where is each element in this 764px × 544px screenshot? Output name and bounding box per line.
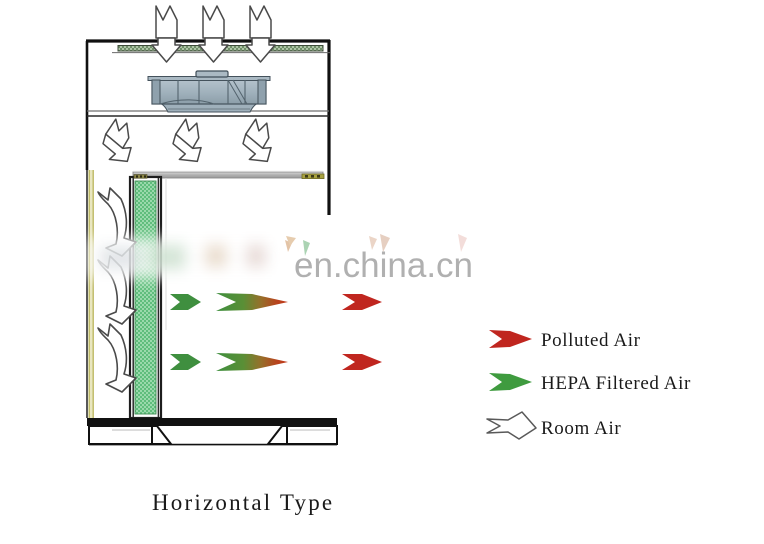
legend-item-hepa-filtered-air: HEPA Filtered Air bbox=[489, 373, 691, 394]
work-surface-shelf bbox=[132, 170, 325, 179]
flow-arrow-hepa bbox=[170, 294, 201, 310]
left-prefilter-strip bbox=[88, 170, 94, 418]
room-air-arrow-diagonal bbox=[242, 118, 272, 163]
flow-arrow-polluted bbox=[342, 294, 382, 310]
intake-room-air-arrows bbox=[151, 5, 276, 63]
room-air-arrow-down bbox=[151, 5, 182, 63]
legend-label-room-air: Room Air bbox=[541, 418, 621, 439]
watermark-text: en.china.cn bbox=[294, 246, 473, 285]
flow-arrow-polluted bbox=[342, 354, 382, 370]
room-air-arrow-down bbox=[198, 5, 229, 63]
lower-flow-row bbox=[170, 353, 382, 371]
cabinet-cross-section bbox=[85, 39, 338, 446]
solid-arrow-icon bbox=[489, 330, 532, 348]
room-air-arrow-diagonal bbox=[102, 118, 132, 163]
legend: Polluted Air HEPA Filtered Air Room Air bbox=[486, 330, 691, 440]
legend-label-polluted-air: Polluted Air bbox=[541, 330, 641, 351]
base-left-foot bbox=[88, 425, 153, 445]
hollow-arrow-icon bbox=[486, 411, 537, 440]
room-air-arrow-diagonal bbox=[172, 118, 202, 163]
hepa-filter-panel bbox=[128, 174, 163, 420]
watermark: en.china.cn bbox=[88, 234, 473, 285]
legend-item-room-air: Room Air bbox=[486, 411, 621, 440]
base-top-rail bbox=[87, 418, 337, 426]
base-right-foot bbox=[286, 425, 338, 445]
upper-flow-row bbox=[170, 293, 382, 311]
base-right-foot-bevel bbox=[265, 425, 288, 445]
flow-arrow-hepa bbox=[170, 354, 201, 370]
flow-arrow-gradient bbox=[216, 293, 288, 311]
solid-arrow-icon bbox=[489, 373, 532, 391]
flow-arrow-gradient bbox=[216, 353, 288, 371]
legend-item-polluted-air: Polluted Air bbox=[489, 330, 641, 351]
legend-label-hepa-filtered-air: HEPA Filtered Air bbox=[541, 373, 691, 394]
centrifugal-blower-fan bbox=[147, 70, 271, 113]
room-air-arrow-curved bbox=[97, 323, 137, 393]
cabinet-base-stand bbox=[87, 418, 338, 446]
base-left-foot-bevel bbox=[151, 425, 174, 445]
diagram-caption: Horizontal Type bbox=[152, 490, 334, 515]
room-air-arrow-down bbox=[245, 5, 276, 63]
plenum-room-air-arrows bbox=[102, 118, 272, 163]
